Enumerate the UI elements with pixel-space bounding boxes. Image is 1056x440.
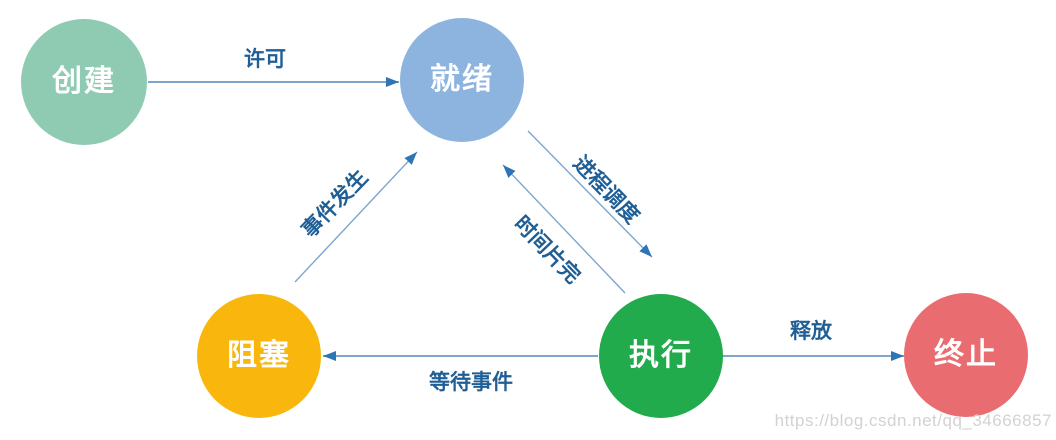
node-terminated: 终止 [904,293,1028,417]
node-create-label: 创建 [52,65,116,98]
edge-ready-running-line [527,130,653,258]
edge-blocked-ready-line [294,151,418,283]
node-blocked-label: 阻塞 [227,339,291,372]
edge-running-ready-line [502,164,626,294]
node-running: 执行 [599,294,723,418]
node-ready-label: 就绪 [430,63,494,96]
node-create: 创建 [21,19,147,145]
node-terminated-label: 终止 [934,338,998,371]
edge-label-release: 释放 [790,320,832,343]
edge-label-wait-event: 等待事件 [429,371,513,394]
node-running-label: 执行 [629,339,693,372]
node-blocked: 阻塞 [197,294,321,418]
edge-label-admit: 许可 [244,48,286,71]
csdn-watermark: https://blog.csdn.net/qq_34666857 [774,411,1052,430]
node-ready: 就绪 [400,18,524,142]
